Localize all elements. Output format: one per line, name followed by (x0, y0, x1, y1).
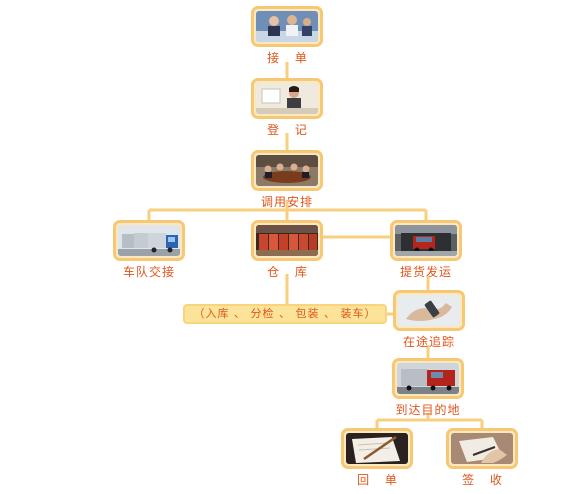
node-register: 登 记 (251, 78, 323, 138)
pen-on-paper-photo (346, 433, 408, 464)
step-label: 仓 库 (267, 265, 313, 279)
photo-frame (251, 220, 323, 261)
signing-document-photo (451, 433, 513, 464)
photo-frame (392, 358, 464, 399)
warehouse-operations-banner: （入库 、 分检 、 包装 、 装车） (183, 304, 387, 324)
node-return-receipt: 回 单 (341, 428, 413, 488)
step-label: 登 记 (267, 123, 313, 137)
step-label: 在途追踪 (402, 335, 455, 349)
step-label: 回 单 (357, 473, 403, 487)
truck-fleet-photo (118, 225, 180, 256)
node-tracking: 在途追踪 (393, 290, 465, 350)
photo-frame (251, 150, 323, 191)
photo-frame (251, 6, 323, 47)
photo-frame (393, 290, 465, 331)
node-warehouse: 仓 库 (251, 220, 323, 280)
node-arrive-destination: 到达目的地 (392, 358, 464, 418)
node-dispatch: 调用安排 (251, 150, 323, 210)
photo-frame (446, 428, 518, 469)
photo-frame (251, 78, 323, 119)
office-meeting-photo (256, 11, 318, 42)
red-truck-photo (397, 363, 459, 394)
step-label: 接 单 (267, 51, 313, 65)
step-label: 调用安排 (260, 195, 313, 209)
step-label: 提货发运 (399, 265, 452, 279)
node-sign-receive: 签 收 (446, 428, 518, 488)
photo-frame (341, 428, 413, 469)
warehouse-goods-photo (256, 225, 318, 256)
step-label: 签 收 (462, 473, 508, 487)
node-receive-order: 接 单 (251, 6, 323, 66)
truck-dock-photo (395, 225, 457, 256)
node-pickup-ship: 提货发运 (390, 220, 462, 280)
node-fleet-handover: 车队交接 (113, 220, 185, 280)
photo-frame (390, 220, 462, 261)
office-phone-photo (256, 83, 318, 114)
photo-frame (113, 220, 185, 261)
phone-in-hand-photo (398, 295, 460, 326)
conference-room-photo (256, 155, 318, 186)
step-label: 车队交接 (122, 265, 175, 279)
step-label: 到达目的地 (395, 403, 461, 417)
